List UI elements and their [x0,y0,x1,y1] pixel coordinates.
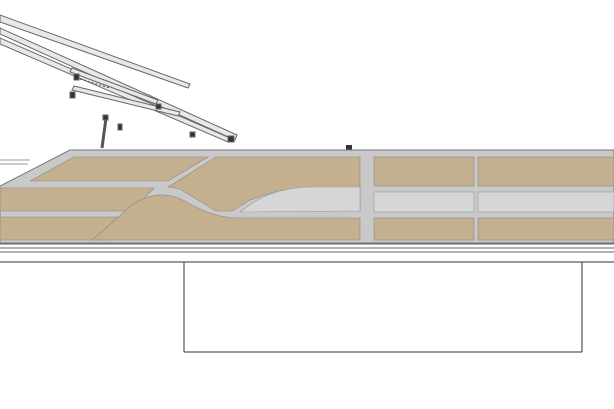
fence-frame [0,149,614,244]
deck-base [0,243,614,263]
cleat [346,145,352,151]
bimini-frame [0,14,238,149]
pontoon-tube [183,262,583,353]
